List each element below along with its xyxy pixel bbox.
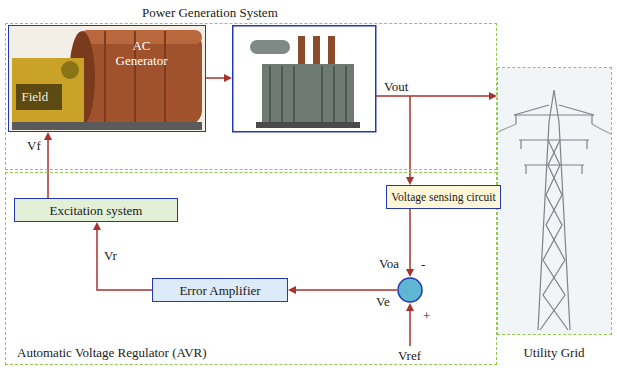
arrow-head: [93, 222, 101, 230]
sign-label: -: [421, 257, 425, 272]
box-label: Excitation system: [50, 203, 143, 218]
signal-label: Vr: [104, 248, 117, 263]
sign-label: +: [423, 308, 430, 323]
arrow-head: [288, 286, 296, 294]
junction-circle: [397, 277, 423, 303]
system-region: Power Generation SystemAC GeneratorField: [5, 23, 497, 170]
summing-junction: -+: [397, 277, 423, 303]
box-label: Voltage sensing circuit: [391, 190, 496, 205]
region-heading: Automatic Voltage Regulator (AVR): [17, 345, 207, 360]
region-heading: Utility Grid: [523, 345, 584, 360]
box-label: AC Generator: [110, 38, 174, 68]
signal-arrow: [288, 286, 397, 294]
process-box: Voltage sensing circuit: [386, 185, 501, 209]
arrow-head: [406, 269, 414, 277]
transformer-illustration: [233, 26, 376, 132]
signal-arrow: [93, 222, 152, 290]
signal-arrow: [44, 132, 52, 198]
signal-label: Voa: [379, 256, 399, 271]
signal-label: Vref: [398, 348, 421, 363]
box-label: Error Amplifier: [179, 283, 260, 298]
grid-region: Utility Grid: [497, 67, 612, 335]
signal-arrow: [406, 209, 414, 277]
arrow-head: [44, 132, 52, 140]
generator-illustration: [9, 26, 205, 131]
avr-region: Automatic Voltage Regulator (AVR) Voltage…: [5, 172, 497, 365]
generator-box: AC GeneratorField: [8, 25, 206, 132]
signal-wire: [206, 74, 497, 346]
signal-label: Vout: [384, 79, 408, 94]
process-box: Error Amplifier: [152, 278, 288, 302]
box-label: Field: [22, 89, 49, 104]
region-heading: Power Generation System: [142, 5, 278, 20]
signal-label: Vf: [27, 138, 41, 153]
signal-label: Ve: [376, 294, 390, 309]
process-box: Excitation system: [14, 198, 178, 222]
tower-illustration: [498, 68, 611, 334]
